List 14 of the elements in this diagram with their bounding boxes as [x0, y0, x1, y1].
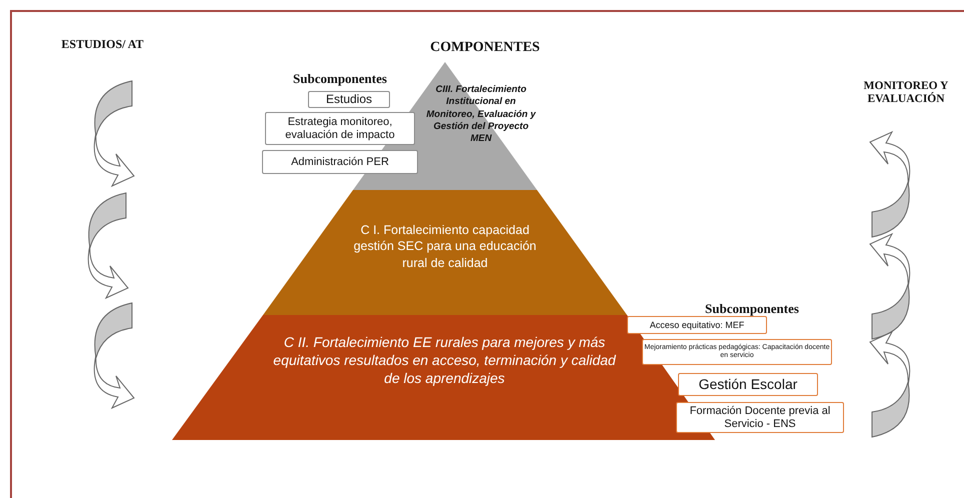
section-heading: Subcomponentes [292, 72, 388, 87]
subcomponent-box: Acceso equitativo: MEF [627, 316, 767, 334]
column-heading: MONITOREO Y EVALUACIÓN [862, 80, 950, 106]
subcomponent-box: Estrategia monitoreo, evaluación de impacto [265, 112, 415, 145]
column-heading: COMPONENTES [429, 40, 541, 56]
component-title: CIII. Fortalecimiento Institucional en Monitoreo, Evaluación y Gestión del Proyecto MEN [426, 84, 536, 146]
section-heading: Subcomponentes [704, 302, 800, 317]
component-title: C II. Fortalecimiento EE rurales para mejores y más equitativos resultados en acceso, terminación y calidad de los aprendizajes [272, 333, 617, 388]
subcomponent-box: Administración PER [262, 150, 418, 174]
component-title: C I. Fortalecimiento capacidad gestión SEC para una educación rural de calidad [352, 222, 538, 271]
column-heading: ESTUDIOS/ AT [60, 38, 145, 52]
subcomponent-box: Gestión Escolar [678, 373, 818, 396]
subcomponent-box: Estudios [308, 91, 390, 108]
subcomponent-box: Formación Docente previa al Servicio - ENS [676, 402, 844, 433]
